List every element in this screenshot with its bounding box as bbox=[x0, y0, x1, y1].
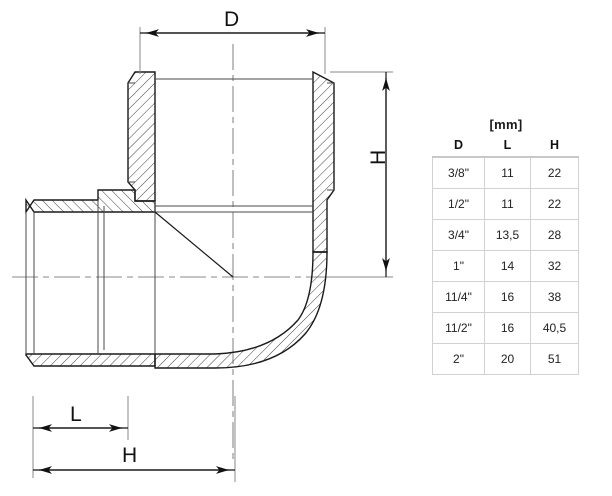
corner-transition-line bbox=[154, 211, 234, 278]
dimension-label-d: D bbox=[224, 8, 240, 31]
column-header-h: H bbox=[549, 138, 560, 152]
dimension-h-bottom bbox=[33, 396, 236, 482]
table-row: 11/4" 16 38 bbox=[432, 281, 579, 313]
table-row: 3/8" 11 22 bbox=[432, 156, 579, 189]
cell-h: 40,5 bbox=[530, 312, 579, 344]
table-row: 11/2" 16 40,5 bbox=[432, 312, 579, 344]
cell-h: 38 bbox=[530, 281, 579, 313]
cell-h: 22 bbox=[530, 188, 579, 220]
cell-d: 11/4" bbox=[432, 281, 485, 313]
cell-l: 14 bbox=[484, 250, 531, 282]
cell-d: 3/8" bbox=[432, 156, 485, 189]
cell-l: 16 bbox=[484, 312, 531, 344]
fitting-body bbox=[25, 70, 335, 369]
cell-l: 11 bbox=[484, 188, 531, 220]
specification-table-container: [mm] D L H 3/8" 11 22 1/2" 11 22 bbox=[432, 118, 580, 375]
dimension-label-l: L bbox=[70, 403, 82, 426]
cell-d: 1" bbox=[432, 250, 485, 282]
vertical-branch-right-wall bbox=[312, 70, 335, 253]
horizontal-run-top-wall bbox=[25, 189, 156, 215]
dimension-h-right bbox=[330, 71, 393, 278]
column-header-d: D bbox=[453, 138, 464, 152]
cell-l: 13,5 bbox=[484, 219, 531, 251]
dimension-d bbox=[139, 27, 326, 74]
dimension-label-h-right: H bbox=[367, 149, 390, 165]
cell-l: 16 bbox=[484, 281, 531, 313]
table-row: 1" 14 32 bbox=[432, 250, 579, 282]
cell-h: 22 bbox=[530, 156, 579, 189]
socket-seat-lines bbox=[128, 78, 334, 191]
table-header-row: D L H bbox=[433, 138, 579, 157]
dimension-label-h-bottom: H bbox=[122, 444, 138, 467]
table-row: 3/4" 13,5 28 bbox=[432, 219, 579, 251]
horizontal-run-bottom-wall bbox=[25, 353, 156, 367]
cell-d: 2" bbox=[432, 343, 485, 375]
centerlines bbox=[12, 44, 392, 462]
cell-h: 28 bbox=[530, 219, 579, 251]
bore-outlines bbox=[97, 200, 313, 354]
specification-table: D L H 3/8" 11 22 1/2" 11 22 3/4" bbox=[432, 138, 579, 375]
cell-d: 3/4" bbox=[432, 219, 485, 251]
cell-d: 11/2" bbox=[432, 312, 485, 344]
elbow-outer-curved-wall bbox=[154, 251, 328, 369]
table-row: 2" 20 51 bbox=[432, 343, 579, 375]
cell-d: 1/2" bbox=[432, 188, 485, 220]
column-header-l: L bbox=[503, 138, 512, 152]
unit-title: [mm] bbox=[489, 117, 523, 132]
table-body: 3/8" 11 22 1/2" 11 22 3/4" 13,5 28 1" 14 bbox=[432, 156, 579, 375]
table-row: 1/2" 11 22 bbox=[432, 188, 579, 220]
cell-h: 51 bbox=[530, 343, 579, 375]
cell-l: 20 bbox=[484, 343, 531, 375]
cell-h: 32 bbox=[530, 250, 579, 282]
dimension-l bbox=[32, 396, 129, 478]
cell-l: 11 bbox=[484, 156, 531, 189]
left-socket-seat-lines bbox=[25, 212, 35, 354]
